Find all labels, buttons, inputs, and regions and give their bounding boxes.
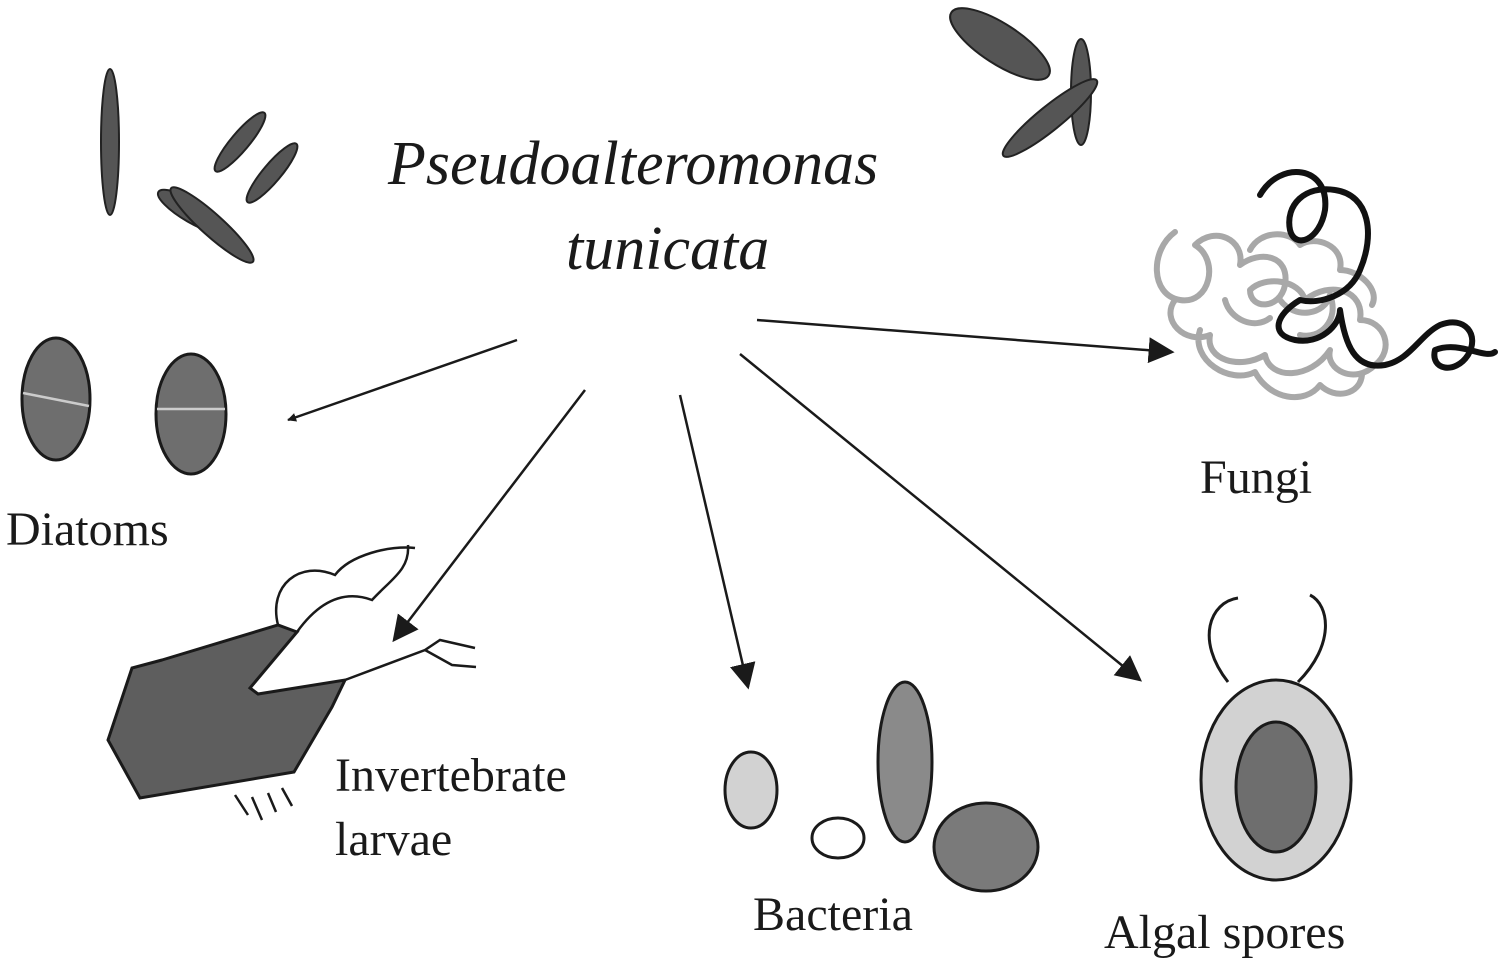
label-algal-spores: Algal spores [1104, 906, 1346, 959]
larva-antenna [344, 638, 477, 682]
larva-body [106, 623, 348, 800]
diatom-illustration [20, 336, 228, 476]
label-bacteria: Bacteria [753, 888, 913, 941]
fungal-hyphae-light [1153, 229, 1389, 401]
larva-appendage [275, 546, 416, 626]
arrow-to-invertebrate-larvae [392, 389, 586, 643]
organism-name-line-2: tunicata [566, 215, 770, 283]
fungal-hyphae-dark [1257, 169, 1498, 371]
arrow-to-algal-spores [739, 353, 1143, 682]
organism-name-line-1: Pseudoalteromonas [388, 130, 879, 198]
bacteria-illustration [723, 680, 1040, 893]
label-invertebrate-larvae-line-2: larvae [335, 813, 453, 866]
diatom-cell [154, 352, 228, 476]
larva-appendage [295, 544, 410, 633]
label-fungi: Fungi [1200, 451, 1313, 504]
rod-cells-top-left [100, 68, 299, 264]
spore-flagellum [1207, 596, 1239, 683]
rod-cells-top-right [949, 7, 1099, 158]
bacterium-cell [932, 801, 1040, 893]
arrow-to-fungi [756, 318, 1175, 364]
rod-cell [169, 186, 255, 264]
larva-cilia [233, 787, 294, 821]
rod-cell [949, 7, 1051, 81]
bacterium-cell [723, 750, 779, 830]
invertebrate-larva-illustration [106, 544, 477, 821]
spore-nucleus [1234, 720, 1318, 854]
rod-cell [100, 68, 120, 216]
arrow-to-bacteria [678, 394, 756, 690]
algal-spore-illustration [1199, 593, 1353, 882]
spore-flagellum [1296, 593, 1327, 684]
inhibition-arrows [287, 318, 1175, 690]
bacterium-cell [810, 816, 866, 860]
fungi-illustration [1153, 169, 1498, 401]
rod-cell [213, 111, 267, 173]
rod-cell [1001, 78, 1099, 158]
label-diatoms: Diatoms [6, 503, 169, 556]
bacterium-cell [876, 680, 934, 844]
arrow-to-diatoms [287, 338, 518, 422]
label-invertebrate-larvae-line-1: Invertebrate [335, 749, 567, 802]
rod-cell [245, 142, 299, 204]
